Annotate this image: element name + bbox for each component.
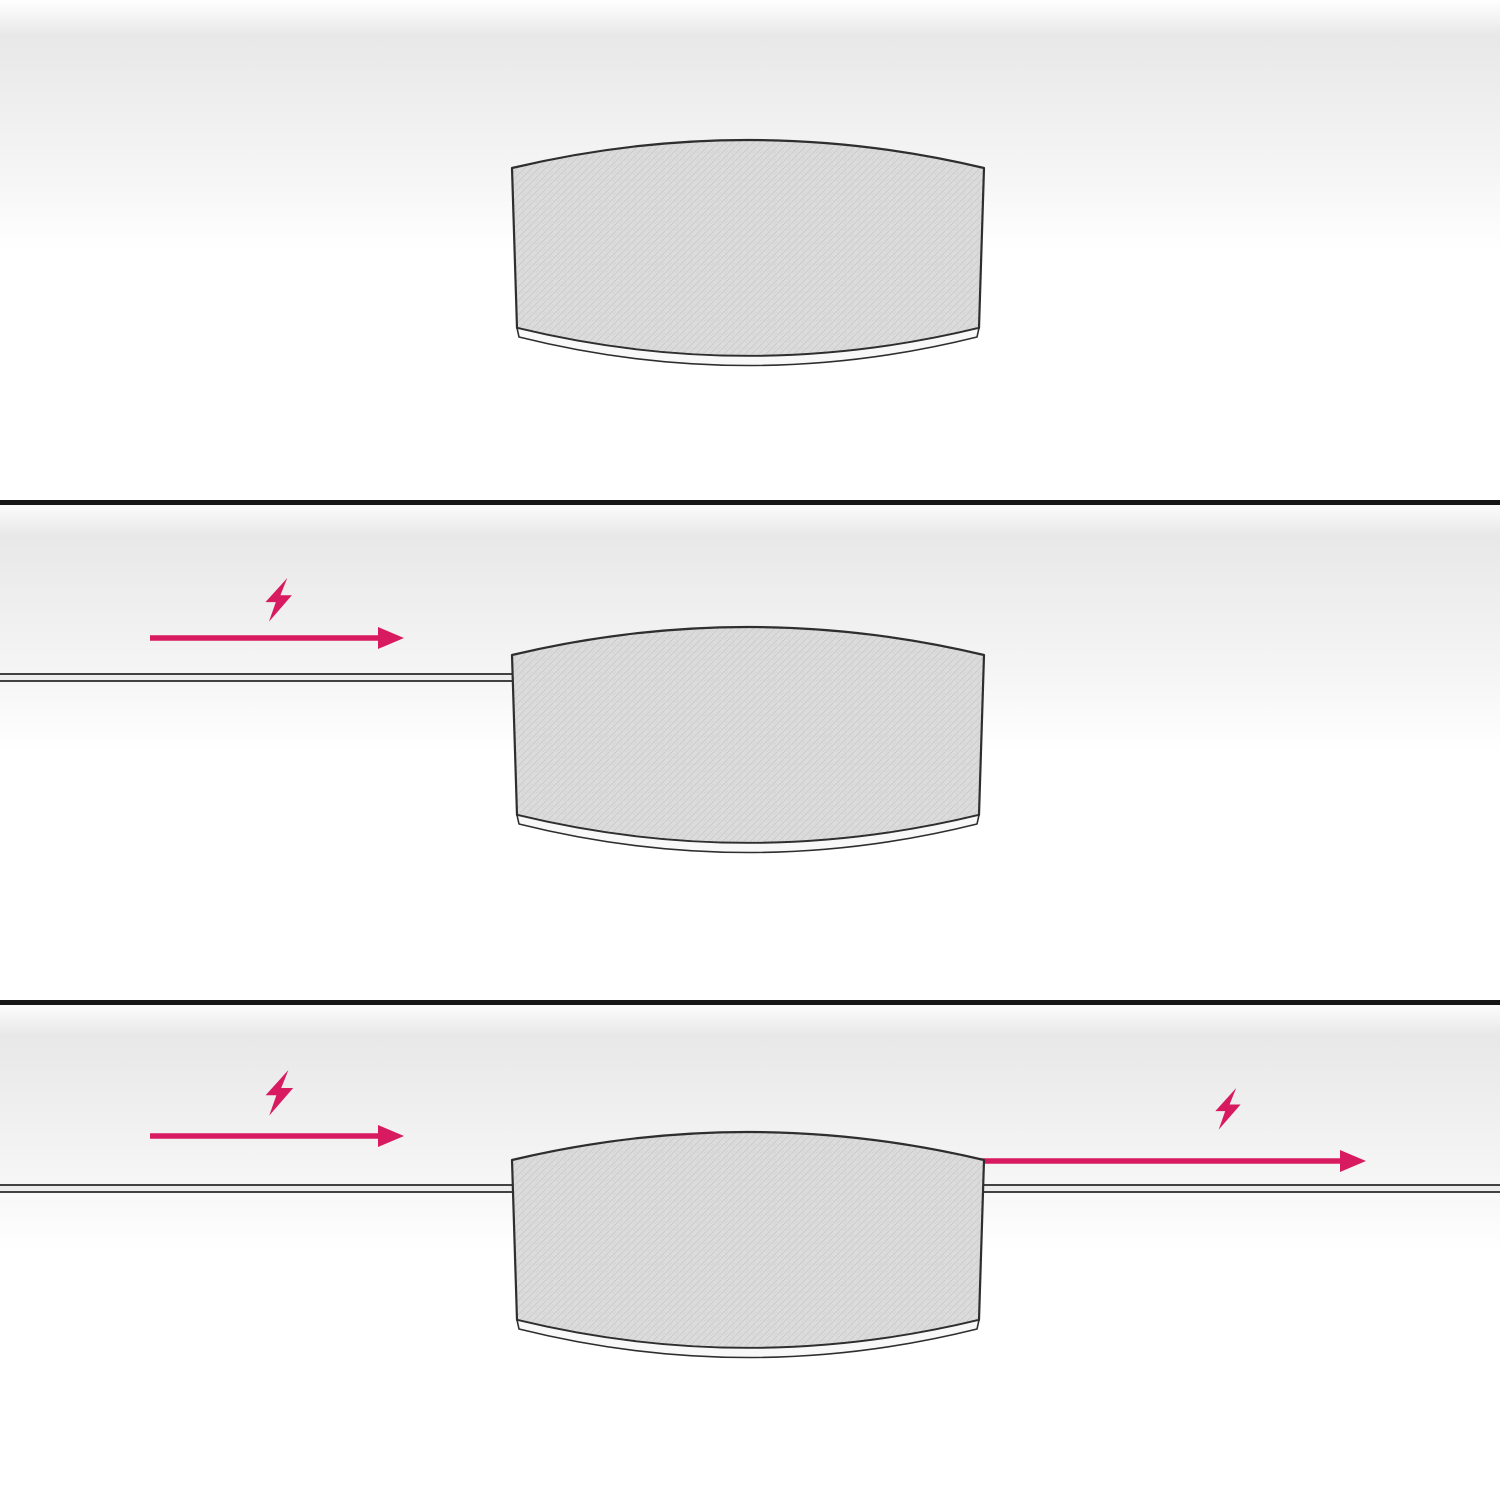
- lightning-bolt-icon: [1215, 1088, 1241, 1130]
- arrow-head: [378, 627, 404, 649]
- lamp-shade-body: [510, 1130, 986, 1350]
- lamp-diffuser-rim: [516, 1319, 980, 1359]
- arrow-right-icon: [150, 627, 404, 649]
- arrow-right-icon: [150, 1125, 404, 1147]
- panel-lamp-standalone: [0, 0, 1500, 500]
- lamp-shade-body: [510, 138, 986, 358]
- panel-1-illustration: [0, 0, 1500, 367]
- panel-lamp-cable-through: [0, 1000, 1500, 1500]
- panel-3-illustration: [0, 1000, 1500, 1359]
- lightning-bolt-icon: [265, 578, 292, 622]
- current-flow-indicator-left: [150, 1070, 404, 1147]
- drum-lampshade: [510, 1130, 986, 1359]
- panel-lamp-cable-in: [0, 500, 1500, 1000]
- panel-2-illustration: [0, 500, 1500, 854]
- separator-line: [0, 500, 1500, 505]
- power-cable-left: [0, 673, 521, 682]
- separator-line: [0, 1000, 1500, 1005]
- arrow-head: [378, 1125, 404, 1147]
- lamp-diffuser-rim: [516, 327, 980, 367]
- lamp-diffuser-rim: [516, 814, 980, 854]
- lightning-bolt-icon: [265, 1070, 294, 1116]
- drum-lampshade: [510, 138, 986, 367]
- drum-lampshade: [510, 625, 986, 854]
- lamp-shade-body: [510, 625, 986, 845]
- current-flow-indicator-left: [150, 578, 404, 649]
- arrow-head: [1340, 1150, 1366, 1172]
